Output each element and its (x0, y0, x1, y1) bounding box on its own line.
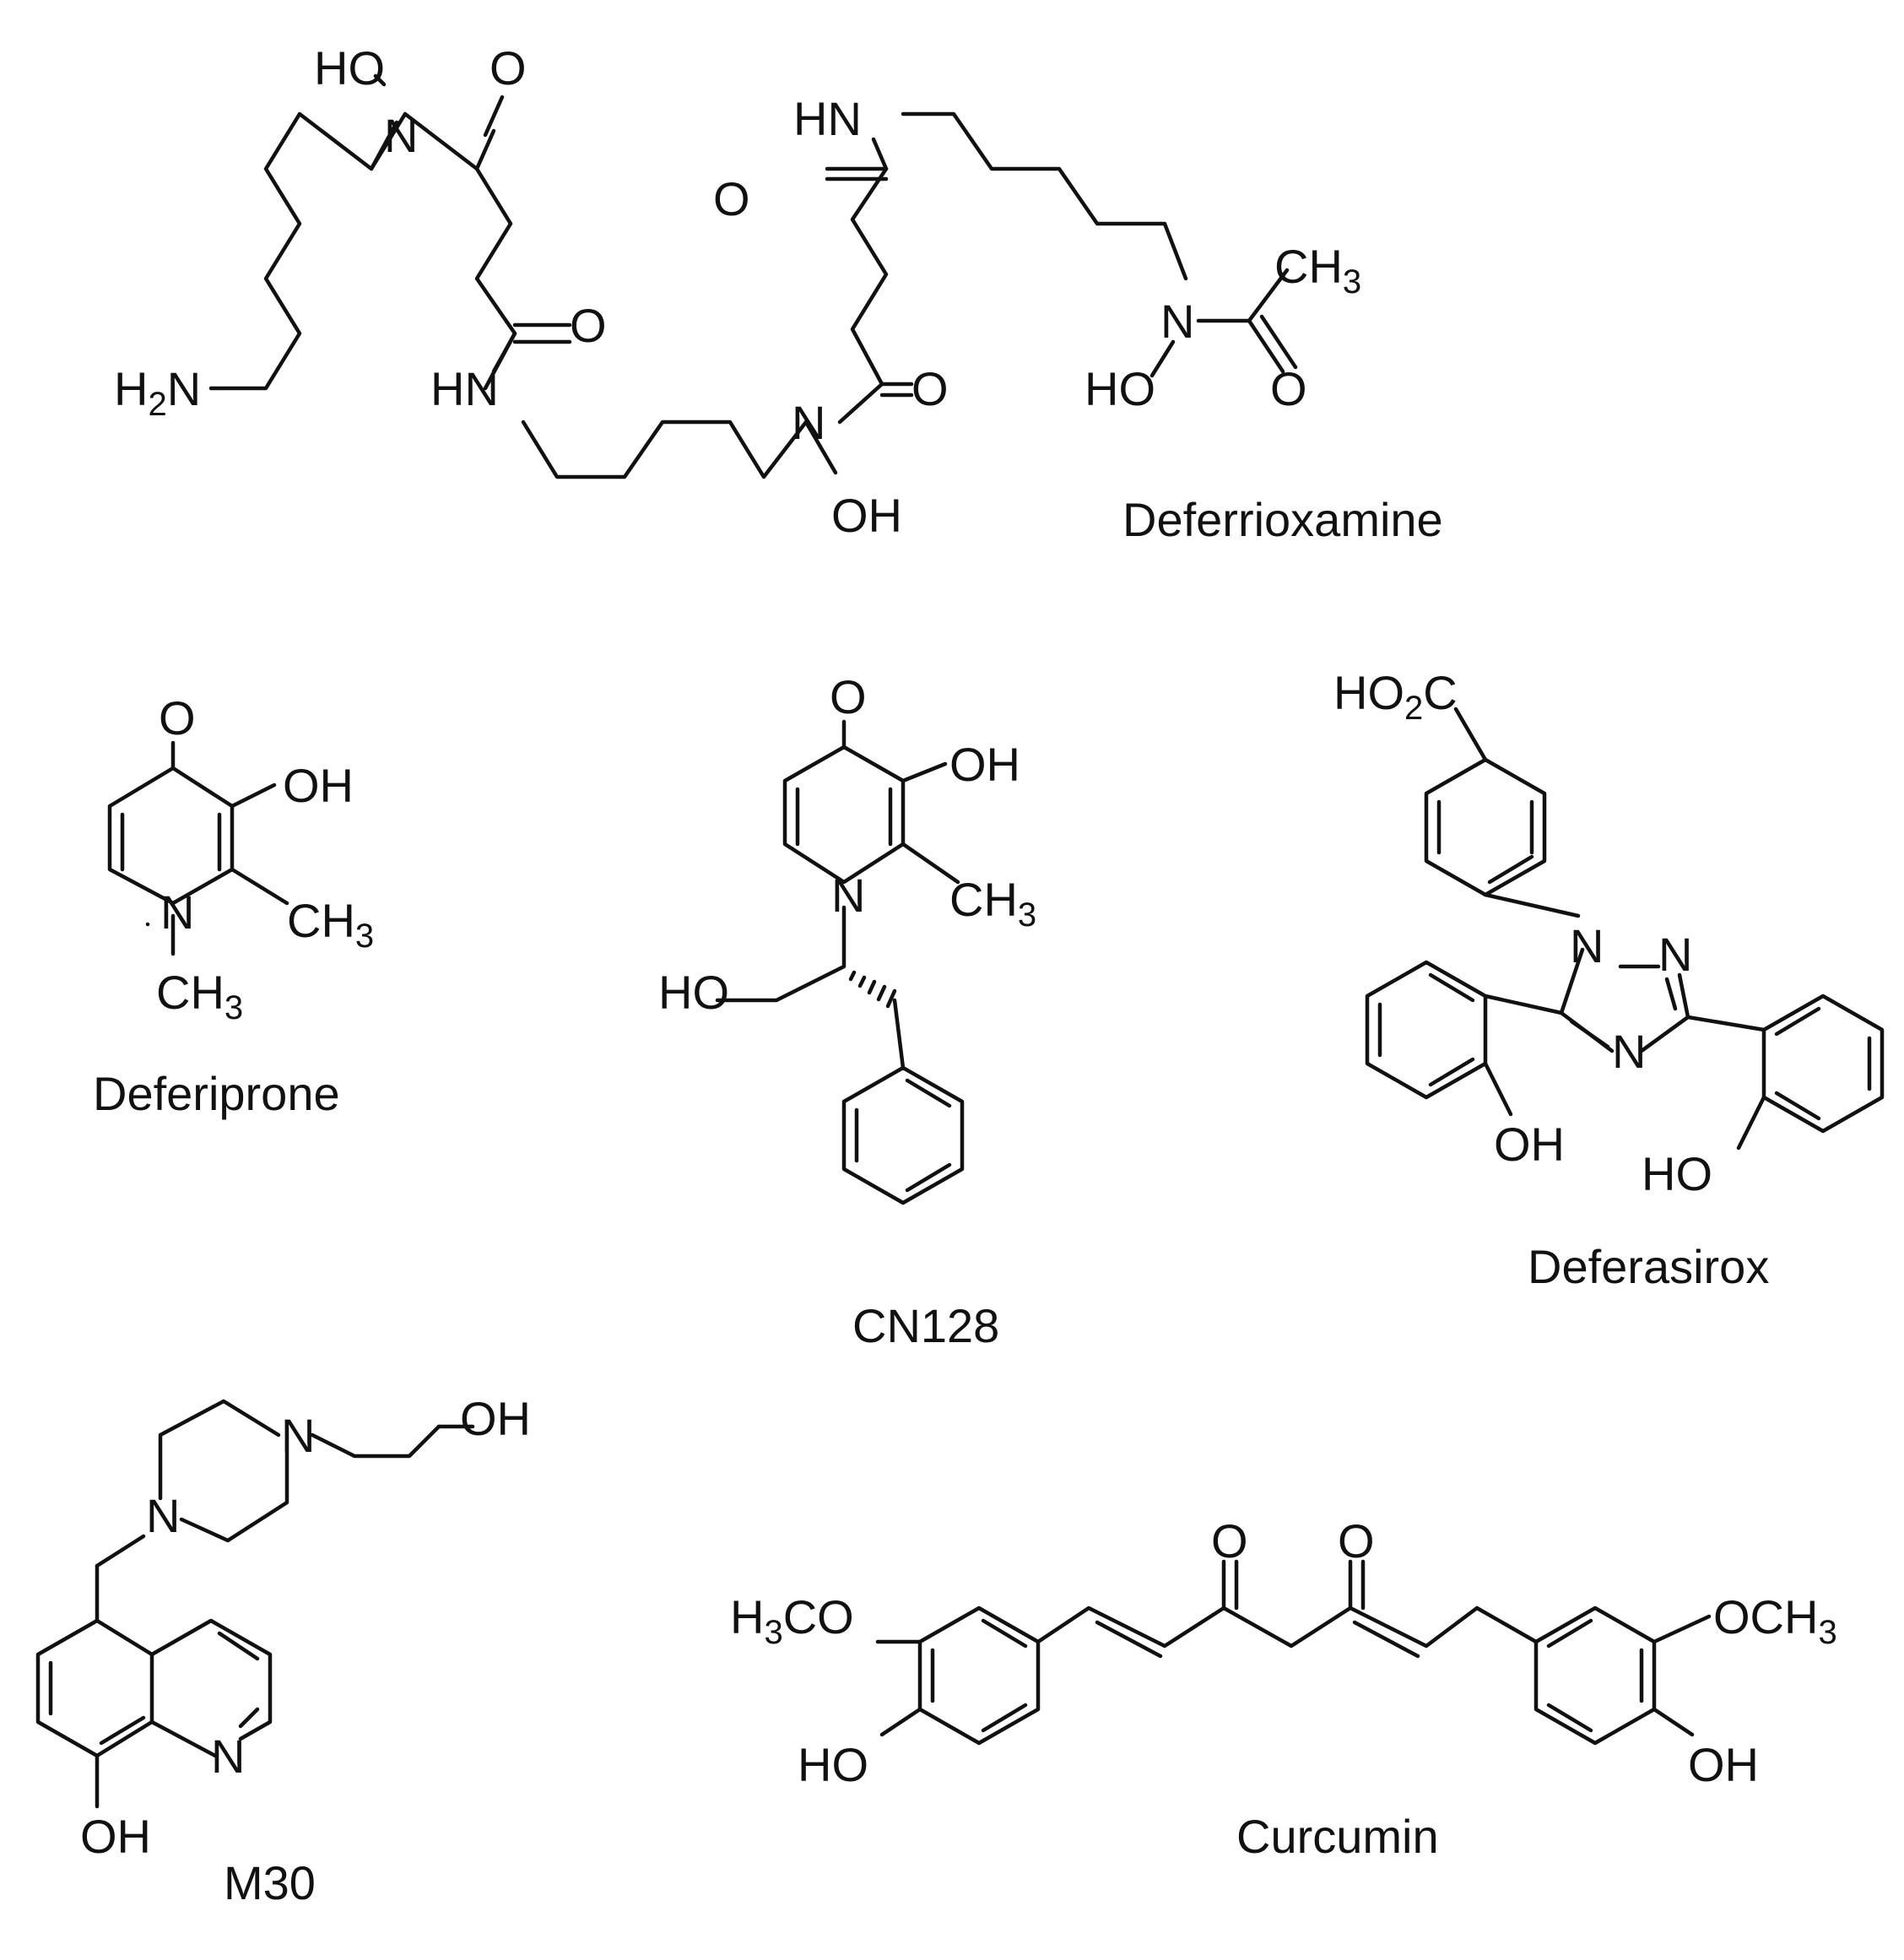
structure-deferrioxamine: HO N O H2N O HN O N OH O HN N HO O CH3 D… (114, 41, 1443, 546)
m30-atom-oh: OH (460, 1392, 531, 1445)
deferiprone-atom-oh: OH (283, 759, 354, 812)
dfo-atom-oh: OH (831, 489, 902, 542)
deferasirox-atom-n1: N (1570, 919, 1604, 972)
dfo-atom-labels: HO N O H2N O HN O N OH O HN N HO O CH3 (114, 41, 1361, 542)
deferiprone-bonds (107, 740, 289, 956)
structure-cn128: O OH N CH3 HO CN128 (658, 670, 1036, 1352)
deferiprone-atom-o: O (159, 691, 196, 744)
cn128-atom-o: O (830, 670, 867, 723)
dfo-atom-h2n-n: N (167, 362, 201, 415)
structure-m30: OH N N N OH M30 (35, 1392, 531, 1909)
dfo-atom-ch3-ch: CH (1274, 240, 1343, 293)
dfo-atom-n: N (792, 396, 825, 449)
dfo-atom-o: O (490, 41, 527, 95)
dfo-atom-ch3-subscript: 3 (1343, 263, 1361, 300)
dfo-atom-hn: HN (793, 92, 862, 145)
cn128-atom-ch3: CH3 (949, 873, 1036, 934)
deferiprone-atom-nch3-subscript: 3 (224, 989, 243, 1026)
dfo-atom-o: O (713, 172, 750, 225)
dfo-atom-ch3: CH3 (1274, 240, 1361, 300)
deferasirox-atom-labels: HO2C N N N OH HO (1333, 666, 1712, 1200)
dfo-atom-h2n-subscript: 2 (148, 386, 166, 423)
deferiprone-atom-ch3-n: CH3 (156, 966, 243, 1026)
deferasirox-atom-ho2c: HO2C (1333, 666, 1458, 727)
deferiprone-atom-nch3-ch: CH (156, 966, 224, 1019)
deferasirox-atom-ho2c-ho: HO (1333, 666, 1404, 719)
compound-name-curcumin: Curcumin (1236, 1810, 1439, 1863)
compound-name-deferiprone: Deferiprone (93, 1067, 340, 1120)
dfo-atom-ho: HO (314, 41, 385, 95)
dfo-atom-h2n: H2N (114, 362, 201, 423)
m30-bonds (35, 1399, 475, 1809)
curcumin-atom-och3: OCH3 (1713, 1590, 1837, 1651)
m30-atom-n: N (146, 1489, 180, 1542)
deferiprone-atom-labels: O OH N CH3 CH3 (156, 691, 374, 1026)
structure-curcumin: O O H3CO OCH3 HO OH Curcumin (730, 1514, 1837, 1863)
cn128-atom-labels: O OH N CH3 HO (658, 670, 1036, 1019)
curcumin-bonds (875, 1559, 1712, 1746)
curcumin-atom-o: O (1211, 1514, 1248, 1567)
curcumin-atom-h3co-h: H (730, 1590, 764, 1643)
compound-name-deferrioxamine: Deferrioxamine (1122, 493, 1443, 546)
deferasirox-atom-n2: N (1658, 928, 1692, 981)
compound-name-m30: M30 (224, 1856, 316, 1909)
deferasirox-atom-ho: HO (1642, 1147, 1712, 1200)
dfo-atom-ho: HO (1085, 362, 1155, 415)
curcumin-atom-labels: O O H3CO OCH3 HO OH (730, 1514, 1837, 1791)
deferasirox-bonds (1365, 707, 1885, 1151)
curcumin-atom-o: O (1338, 1514, 1375, 1567)
m30-atom-n-quinoline: N (211, 1730, 245, 1783)
m30-atom-n: N (281, 1409, 315, 1462)
deferasirox-atom-ho2c-subscript: 2 (1404, 690, 1423, 727)
cn128-hashed-wedge (848, 970, 897, 1009)
curcumin-atom-ho: HO (798, 1738, 868, 1791)
dfo-atom-o: O (911, 362, 949, 415)
deferiprone-atom-ch3-subscript: 3 (355, 918, 374, 955)
cn128-atom-ch3-ch: CH (949, 873, 1018, 926)
m30-atom-labels: OH N N N OH (80, 1392, 531, 1863)
deferasirox-atom-n4: N (1612, 1025, 1646, 1078)
cn128-atom-ho: HO (658, 966, 729, 1019)
curcumin-atom-och3-och: OCH (1713, 1590, 1818, 1643)
dfo-atom-o: O (570, 299, 607, 352)
cn128-atom-oh: OH (949, 738, 1020, 791)
curcumin-atom-oh: OH (1688, 1738, 1759, 1791)
dfo-atom-o: O (1270, 362, 1307, 415)
dfo-atom-n: N (1160, 295, 1194, 348)
curcumin-atom-h3co-co: CO (783, 1590, 854, 1643)
deferiprone-atom-n: N (160, 885, 194, 939)
dfo-atom-n: N (384, 109, 418, 162)
m30-atom-oh: OH (80, 1810, 151, 1863)
deferasirox-atom-ho2c-c: C (1423, 666, 1457, 719)
structure-deferasirox: HO2C N N N OH HO Deferasirox (1333, 666, 1885, 1293)
dfo-bonds (208, 73, 1298, 479)
curcumin-atom-h3co: H3CO (730, 1590, 854, 1651)
deferiprone-atom-ch3: CH3 (287, 894, 374, 955)
compound-name-deferasirox: Deferasirox (1528, 1240, 1769, 1293)
structure-deferiprone: O OH N CH3 CH3 Deferiprone (93, 691, 374, 1120)
deferasirox-atom-oh: OH (1494, 1118, 1565, 1171)
cn128-bonds (715, 719, 965, 1205)
dfo-atom-h2n-h: H (114, 362, 148, 415)
dfo-atom-hn: HN (430, 362, 499, 415)
compound-name-cn128: CN128 (852, 1299, 999, 1352)
cn128-atom-n: N (831, 869, 865, 922)
cn128-atom-ch3-subscript: 3 (1018, 896, 1036, 934)
curcumin-atom-och3-subscript: 3 (1818, 1614, 1836, 1651)
deferiprone-atom-ch3-ch: CH (287, 894, 355, 947)
curcumin-atom-h3co-subscript: 3 (764, 1614, 782, 1651)
